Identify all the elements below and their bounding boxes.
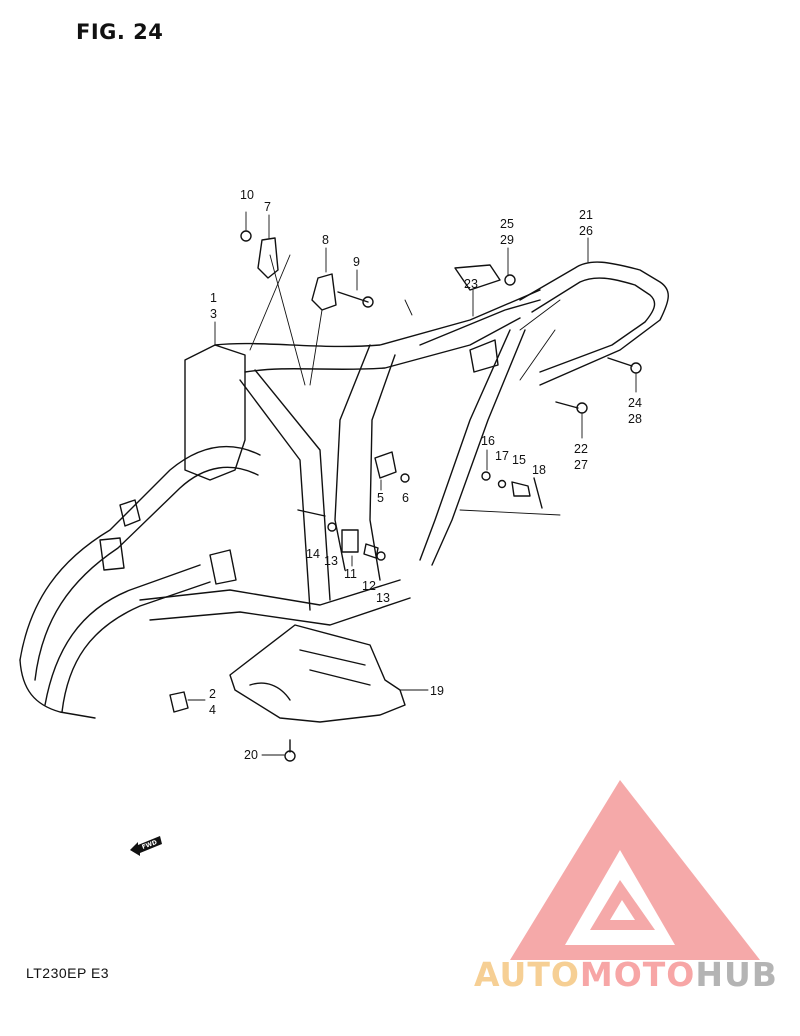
front-hoop-bottom bbox=[19, 659, 96, 719]
callout-15: 15 bbox=[512, 453, 526, 467]
automotohub-logo-icon bbox=[510, 780, 760, 960]
down-tube-left bbox=[239, 379, 311, 611]
watermark-part-moto: MOTO bbox=[579, 955, 696, 994]
callout-5: 5 bbox=[377, 491, 384, 505]
callout-4: 4 bbox=[209, 703, 216, 717]
callout-22: 22 bbox=[574, 442, 588, 456]
callout-23: 23 bbox=[464, 277, 478, 291]
watermark-part-auto: AUTO bbox=[474, 955, 580, 994]
down-tube-right bbox=[254, 369, 331, 601]
callout-13-second: 13 bbox=[376, 591, 390, 605]
lower-rail-left bbox=[139, 579, 401, 606]
fwd-label: FWD bbox=[141, 839, 158, 851]
callout-10: 10 bbox=[240, 188, 254, 202]
callout-7: 7 bbox=[264, 200, 271, 214]
callout-19: 19 bbox=[430, 684, 444, 698]
rear-diagonal bbox=[419, 329, 511, 561]
rear-upright-left bbox=[334, 344, 371, 571]
rear-upright-right bbox=[369, 354, 396, 581]
callout-17: 17 bbox=[495, 449, 509, 463]
callout-9: 9 bbox=[353, 255, 360, 269]
front-gusset-plate bbox=[184, 344, 246, 481]
rear-diagonal-inner bbox=[431, 329, 526, 566]
callout-29: 29 bbox=[500, 233, 514, 247]
callout-1: 1 bbox=[210, 291, 217, 305]
model-code: LT230EP E3 bbox=[26, 965, 110, 981]
front-outer-tube-inner bbox=[34, 466, 259, 681]
callout-13: 13 bbox=[324, 554, 338, 568]
callout-12: 12 bbox=[362, 579, 376, 593]
skid-plate bbox=[229, 624, 406, 723]
callout-11: 11 bbox=[344, 567, 357, 581]
bracket-7 bbox=[257, 237, 279, 279]
bushing-11 bbox=[341, 529, 359, 553]
callout-3: 3 bbox=[210, 307, 217, 321]
callout-2: 2 bbox=[209, 687, 216, 701]
callout-16: 16 bbox=[481, 434, 495, 448]
callout-18: 18 bbox=[532, 463, 546, 477]
rear-cross-member bbox=[419, 299, 541, 346]
callout-25: 25 bbox=[500, 217, 514, 231]
figure-title: FIG. 24 bbox=[76, 20, 164, 44]
callout-28: 28 bbox=[628, 412, 642, 426]
watermark-part-hub: HUB bbox=[695, 955, 778, 994]
front-lower-tube-inner bbox=[61, 581, 211, 713]
upper-main-tube-inner bbox=[244, 317, 521, 373]
plate-5 bbox=[374, 451, 397, 479]
callout-27: 27 bbox=[574, 458, 588, 472]
bracket-8 bbox=[311, 273, 337, 311]
callout-26: 26 bbox=[579, 224, 593, 238]
rubber-2 bbox=[169, 691, 189, 713]
watermark-brand: AUTOMOTOHUB bbox=[474, 955, 778, 994]
front-outer-tube bbox=[19, 445, 261, 661]
fwd-arrow-icon: FWD bbox=[130, 836, 162, 856]
callout-24: 24 bbox=[628, 396, 642, 410]
rear-grab-bar bbox=[519, 261, 669, 386]
lower-rail-right bbox=[149, 597, 411, 626]
callout-20: 20 bbox=[244, 748, 258, 762]
front-lower-tube bbox=[44, 564, 201, 706]
rear-grab-bar-inner bbox=[531, 277, 656, 373]
callout-8: 8 bbox=[322, 233, 329, 247]
callout-6: 6 bbox=[402, 491, 409, 505]
upper-main-tube bbox=[214, 289, 541, 348]
callout-14: 14 bbox=[306, 547, 320, 561]
callout-21: 21 bbox=[579, 208, 593, 222]
